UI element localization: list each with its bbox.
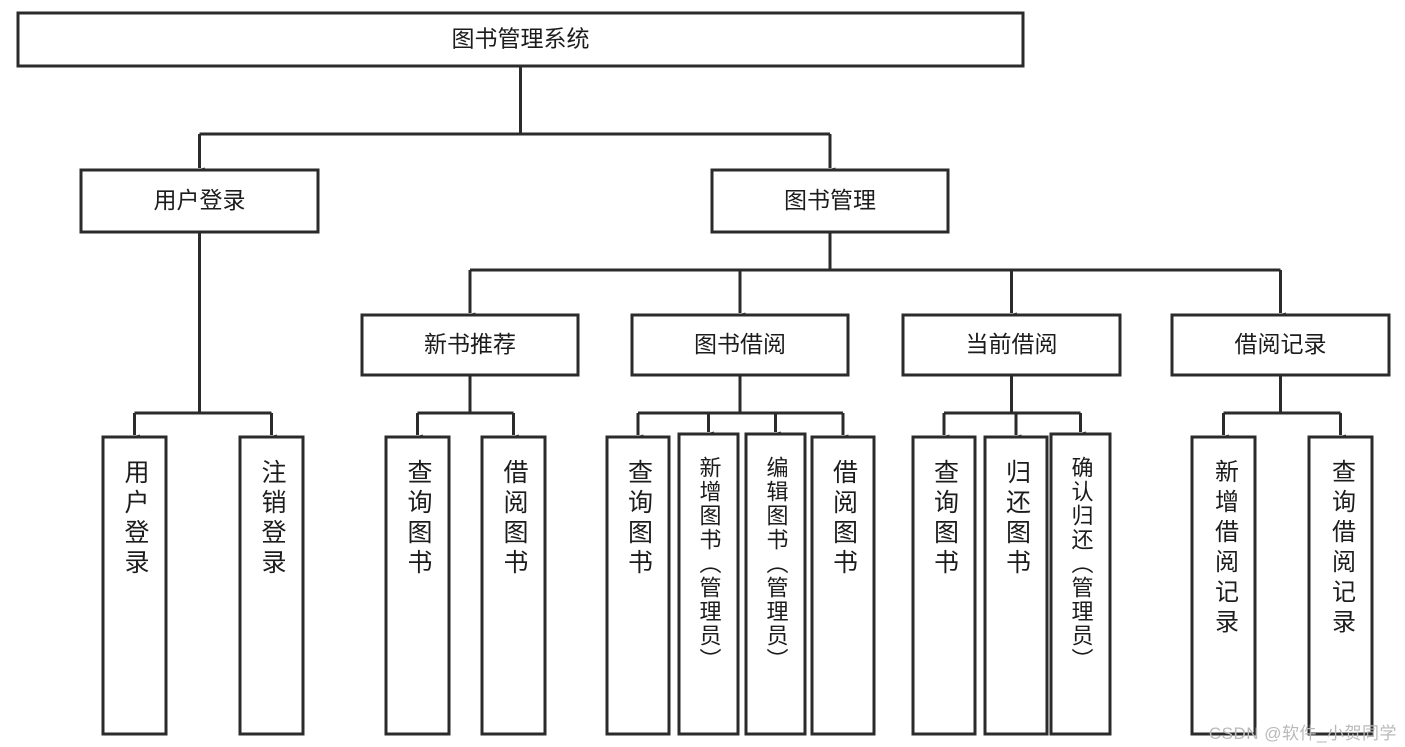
node-box-level3-0[interactable] xyxy=(360,313,580,377)
node-box-leaf-5[interactable] xyxy=(677,432,740,736)
node-box-leaf-6[interactable] xyxy=(744,432,807,736)
node-box-leaf-1[interactable] xyxy=(238,435,305,736)
node-box-level2-1[interactable] xyxy=(710,168,950,234)
node-box-level3-3[interactable] xyxy=(1170,313,1391,377)
node-boxes xyxy=(16,11,1391,736)
node-box-leaf-12[interactable] xyxy=(1307,435,1374,736)
node-label-level2-0: 用户登录 xyxy=(154,187,246,213)
node-box-leaf-9[interactable] xyxy=(983,435,1049,736)
connector-lines xyxy=(129,66,1346,444)
node-label-root: 图书管理系统 xyxy=(452,26,590,52)
node-box-leaf-0[interactable] xyxy=(101,435,168,736)
node-box-leaf-2[interactable] xyxy=(384,435,451,736)
node-label-level2-1: 图书管理 xyxy=(784,187,876,213)
node-label-level3-1: 图书借阅 xyxy=(694,331,786,357)
node-box-leaf-8[interactable] xyxy=(911,435,977,736)
node-box-level3-2[interactable] xyxy=(901,313,1122,377)
node-box-leaf-7[interactable] xyxy=(810,435,876,736)
node-box-level3-1[interactable] xyxy=(630,313,850,377)
node-box-leaf-10[interactable] xyxy=(1049,432,1112,736)
node-box-leaf-11[interactable] xyxy=(1190,435,1257,736)
node-label-level3-3: 借阅记录 xyxy=(1235,331,1327,357)
node-box-level2-0[interactable] xyxy=(79,168,320,234)
node-box-leaf-3[interactable] xyxy=(480,435,547,736)
watermark-text: CSDN @软件_小贺同学 xyxy=(1208,724,1397,743)
node-box-leaf-4[interactable] xyxy=(605,435,671,736)
node-box-root[interactable] xyxy=(16,11,1025,68)
node-label-level3-0: 新书推荐 xyxy=(424,331,516,357)
node-label-level3-2: 当前借阅 xyxy=(966,331,1058,357)
